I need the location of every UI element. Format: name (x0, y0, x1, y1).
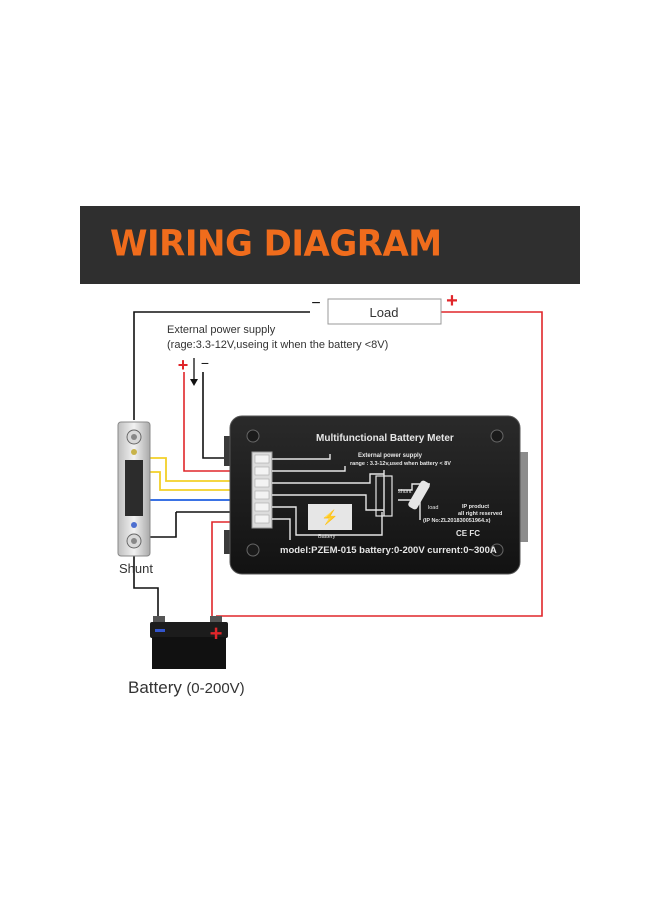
printed-load-symbol (408, 480, 430, 510)
ext-supply-title: External power supply (167, 324, 276, 336)
title-banner: WIRING DIAGRAM (80, 206, 580, 284)
meter-battery-label: Battery (318, 534, 336, 540)
shunt-sense-screw-2 (131, 522, 137, 528)
meter-side-tab-left-2 (224, 530, 234, 554)
load-minus-sign: − (311, 295, 320, 312)
terminal-6 (254, 514, 270, 524)
load-plus-sign: + (446, 290, 458, 312)
battery-negative-wire (133, 554, 159, 616)
meter-side-tab-left (224, 436, 234, 466)
terminal-1 (254, 454, 270, 464)
ext-supply-plus-sign: + (178, 355, 189, 375)
meter-ext-title: External power supply (358, 453, 423, 459)
load-negative-wire (133, 311, 310, 420)
banner-title: WIRING DIAGRAM (110, 223, 442, 265)
battery-lid (150, 622, 228, 638)
shunt-resistor (125, 460, 143, 516)
battery-label: Battery (0-200V) (128, 678, 245, 697)
printed-shunt-symbol (375, 475, 393, 517)
printed-battery-bolt-icon: ⚡ (321, 509, 338, 526)
battery-label-range: (0-200V) (186, 680, 244, 697)
ext-supply-arrowhead (190, 379, 198, 386)
yellow-wire-1 (150, 457, 250, 482)
meter-screw-br (490, 543, 504, 557)
shunt (117, 421, 151, 557)
meter-model: model:PZEM-015 battery:0-200V current:0~… (280, 545, 497, 556)
battery-label-main: Battery (128, 678, 182, 697)
meter-ext-range: range : 3.3-12v,used when battery < 8V (350, 461, 451, 467)
printed-battery-symbol (308, 504, 352, 530)
battery-neg-mark (155, 629, 165, 632)
battery-terminal-pos (210, 616, 222, 623)
shunt-label: Shunt (119, 561, 153, 576)
terminal-4 (254, 490, 270, 500)
battery-plus-sign: + (210, 621, 223, 646)
meter-shunt-label: shunt (398, 489, 412, 495)
battery-terminal-neg (153, 616, 165, 623)
battery-meter: ⚡ Multifunctional Battery Meter External… (224, 415, 528, 575)
ext-supply-range: (rage:3.3-12V,useing it when the battery… (167, 339, 388, 351)
terminal-3 (254, 478, 270, 488)
meter-load-label: load (428, 505, 438, 511)
yellow-wire-2 (150, 471, 250, 491)
meter-screw-tl (246, 429, 260, 443)
meter-cert-marks: CE FC (456, 529, 480, 538)
battery-body (152, 637, 226, 669)
meter-screw-bl (246, 543, 260, 557)
shunt-sense-screw-1 (131, 449, 137, 455)
black-wire-1 (150, 512, 177, 538)
shunt-bottom-bolt-center (131, 538, 137, 544)
load-box (327, 298, 442, 325)
meter-screw-tr (490, 429, 504, 443)
load-label: Load (370, 305, 399, 320)
meter-title: Multifunctional Battery Meter (316, 433, 454, 444)
load-positive-wire (216, 311, 543, 617)
meter-ip-3: (IP No:ZL201830051964.x) (423, 518, 491, 524)
ext-supply-positive-wire (183, 372, 250, 472)
meter-ip-1: IP product (462, 504, 489, 510)
meter-ip-2: all right reserved (458, 511, 502, 517)
terminal-5 (254, 502, 270, 512)
ext-supply-minus-sign: − (201, 355, 209, 371)
terminal-2 (254, 466, 270, 476)
battery (150, 616, 228, 669)
shunt-top-bolt-center (131, 434, 137, 440)
